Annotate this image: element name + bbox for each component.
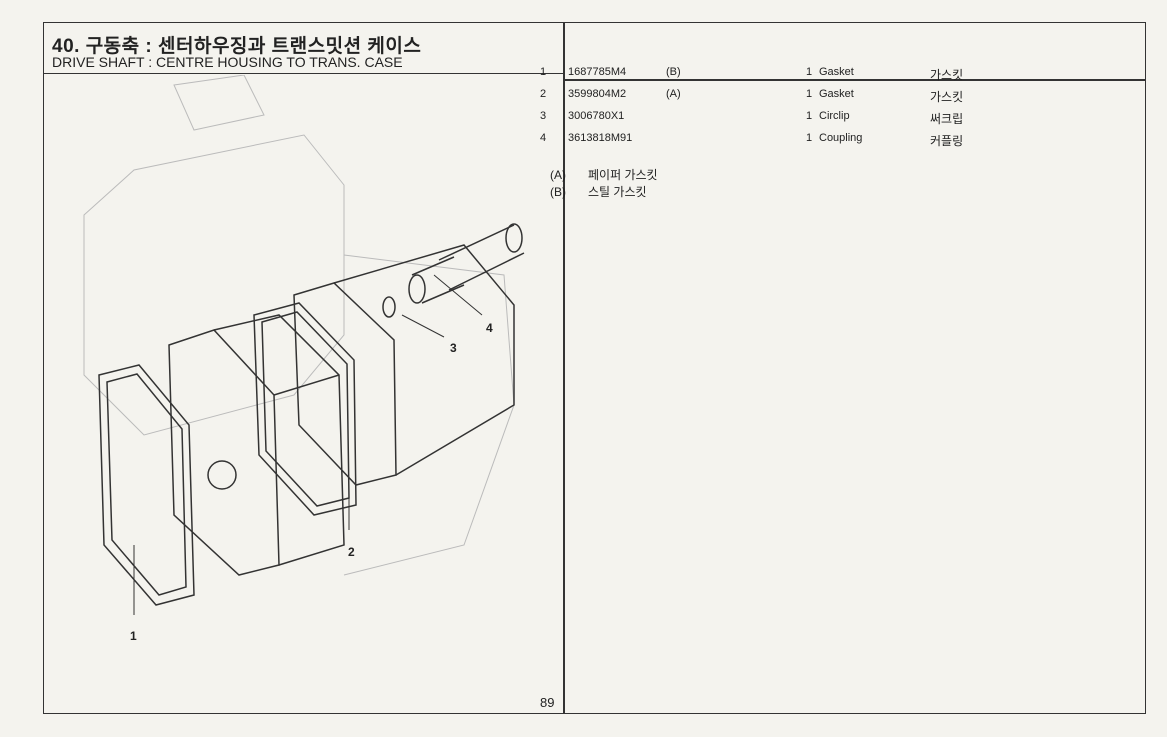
- footnotes: (A) 페이퍼 가스킷 (B) 스틸 가스킷: [550, 166, 658, 200]
- part-number: 3599804M2: [568, 88, 627, 100]
- catalog-page: 40. 구동축 : 센터하우징과 트랜스밋션 케이스 DRIVE SHAFT :…: [43, 22, 1146, 714]
- parts-row: 1 1687785M4 (B) 1 Gasket 가스킷: [538, 64, 978, 86]
- centre-housing-plate: [168, 314, 345, 576]
- footnote-text: 페이퍼 가스킷: [588, 168, 658, 182]
- name-korean: 가스킷: [930, 90, 964, 104]
- parts-row: 3 3006780X1 1 Circlip 써크립: [538, 108, 978, 130]
- transmission-case: [293, 244, 515, 486]
- note-ref: (B): [666, 66, 681, 78]
- callout-4: 4: [486, 321, 493, 335]
- callout-2: 2: [348, 545, 355, 559]
- part-number: 3613818M91: [568, 132, 633, 144]
- name-english: Gasket: [819, 88, 854, 100]
- name-english: Gasket: [819, 66, 854, 78]
- column-divider: [563, 23, 565, 713]
- coupling-shaft: [382, 223, 525, 318]
- quantity: 1: [806, 132, 813, 144]
- name-english: Coupling: [819, 132, 863, 144]
- footnote-key: (A): [550, 168, 566, 182]
- table-top-rule: [564, 79, 1145, 81]
- gasket-1: [98, 364, 195, 606]
- quantity: 1: [806, 88, 813, 100]
- footnote: (B) 스틸 가스킷: [550, 183, 658, 200]
- callout-labels: 1 2 3 4: [130, 321, 493, 643]
- page-header: 40. 구동축 : 센터하우징과 트랜스밋션 케이스 DRIVE SHAFT :…: [44, 23, 564, 74]
- title-english: DRIVE SHAFT : CENTRE HOUSING TO TRANS. C…: [52, 54, 403, 70]
- parts-row: 4 3613818M91 1 Coupling 커플링: [538, 130, 978, 152]
- footnote-text: 스틸 가스킷: [588, 185, 647, 199]
- title-korean: 40. 구동축 : 센터하우징과 트랜스밋션 케이스: [52, 36, 422, 57]
- callout-3: 3: [450, 341, 457, 355]
- exploded-diagram: 1 2 3 4: [83, 75, 525, 643]
- name-korean: 가스킷: [930, 68, 964, 82]
- name-english: Circlip: [819, 110, 850, 122]
- quantity: 1: [806, 110, 813, 122]
- item-no: 3: [540, 110, 547, 122]
- footnote-key: (B): [550, 185, 566, 199]
- faint-background-housing: [83, 75, 515, 576]
- name-korean: 써크립: [930, 112, 964, 126]
- page-number: 89: [540, 695, 555, 710]
- part-number: 3006780X1: [568, 110, 625, 122]
- callout-lines: [133, 274, 483, 615]
- footnote: (A) 페이퍼 가스킷: [550, 166, 658, 183]
- item-no: 1: [540, 66, 547, 78]
- name-korean: 커플링: [930, 134, 964, 148]
- part-number: 1687785M4: [568, 66, 627, 78]
- parts-row: 2 3599804M2 (A) 1 Gasket 가스킷: [538, 86, 978, 108]
- item-no: 2: [540, 88, 547, 100]
- callout-1: 1: [130, 629, 137, 643]
- note-ref: (A): [666, 88, 681, 100]
- quantity: 1: [806, 66, 813, 78]
- item-no: 4: [540, 132, 547, 144]
